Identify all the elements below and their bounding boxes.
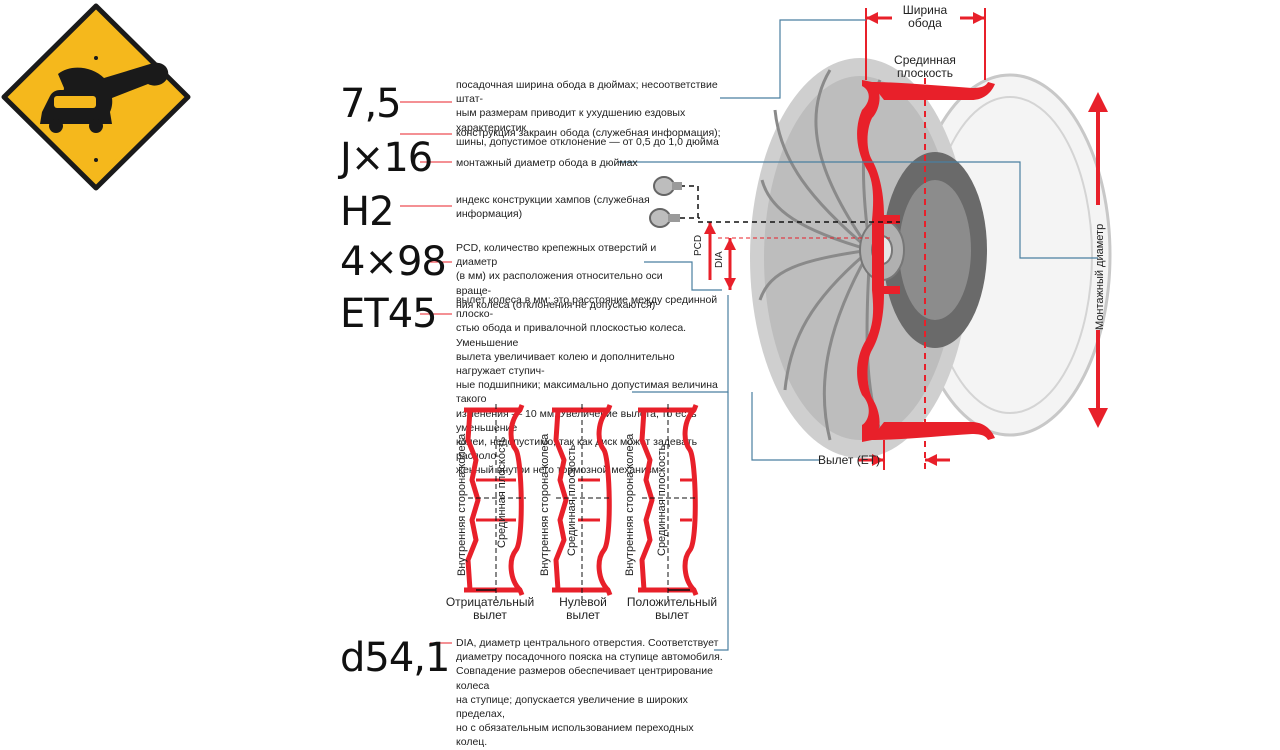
desc-hump: индекс конструкции хампов (служебная инф… bbox=[456, 194, 650, 221]
profile-2-side-label: Внутренняя сторона колеса bbox=[539, 433, 551, 576]
lug-bolt-icon bbox=[649, 176, 682, 228]
code-hump: H2 bbox=[340, 189, 395, 235]
wheel-illustration bbox=[680, 8, 1112, 470]
code-flange-diameter: J×16 bbox=[340, 135, 433, 181]
profile-1-caption: Отрицательный вылет bbox=[445, 595, 535, 622]
car-wrench-sign-icon bbox=[1, 3, 191, 191]
code-width: 7,5 bbox=[340, 81, 402, 127]
desc-diameter: монтажный диаметр обода в дюймах bbox=[456, 157, 638, 169]
label-rim-width: Ширина обода bbox=[902, 3, 948, 30]
profile-3-side-label: Внутренняя сторона колеса bbox=[624, 433, 636, 576]
desc-pcd: PCD, количество крепежных отверстий и ди… bbox=[456, 242, 663, 311]
desc-offset: вылет колеса в мм; это расстояние между … bbox=[456, 294, 718, 477]
label-offset-et: Вылет (ET) bbox=[818, 453, 881, 467]
desc-flange: конструкция закраин обода (служебная инф… bbox=[456, 127, 721, 139]
profile-3-plane-label: Срединная плоскость bbox=[656, 444, 668, 556]
leader-lines bbox=[400, 19, 1098, 651]
profile-1-plane-label: Срединная плоскость bbox=[496, 436, 508, 548]
code-dia: d54,1 bbox=[340, 635, 450, 681]
code-offset: ET45 bbox=[340, 291, 438, 337]
profile-3-caption: Положительный вылет bbox=[626, 595, 718, 622]
desc-width: посадочная ширина обода в дюймах; несоот… bbox=[456, 79, 719, 148]
offset-profiles bbox=[464, 404, 699, 600]
profile-2-plane-label: Срединная плоскость bbox=[566, 444, 578, 556]
label-mid-plane: Срединная плоскость bbox=[894, 53, 956, 80]
profile-2-caption: Нулевой вылет bbox=[559, 595, 607, 622]
code-pcd: 4×98 bbox=[340, 239, 447, 285]
profile-1-side-label: Внутренняя сторона колеса bbox=[456, 433, 468, 576]
